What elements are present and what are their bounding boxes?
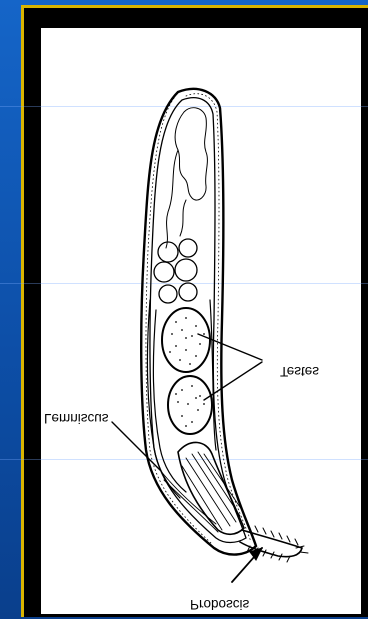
cement-gland (179, 283, 197, 301)
cement-gland (175, 259, 197, 281)
wall-texture (146, 98, 212, 544)
cement-gland (154, 262, 174, 282)
proboscis (240, 530, 302, 557)
testis-posterior (168, 376, 212, 434)
cement-gland (159, 285, 177, 303)
ligament-strand (180, 200, 186, 236)
inner-organ (175, 108, 207, 200)
label-proboscis: Proboscis (190, 597, 250, 612)
cement-gland (179, 239, 197, 257)
cement-gland (158, 242, 178, 262)
label-testes: Testes (280, 364, 319, 379)
ligament-strand (166, 150, 178, 248)
label-lemniscus: Lemniscus (44, 411, 109, 426)
